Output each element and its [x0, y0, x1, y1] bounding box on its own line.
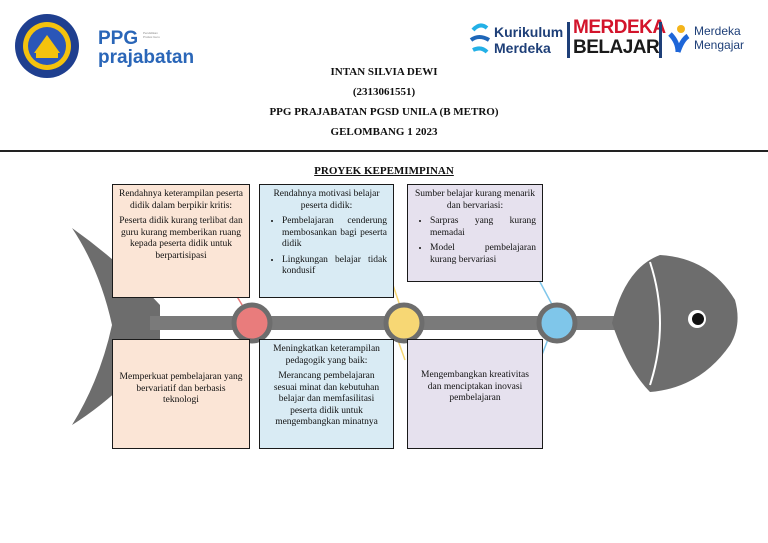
header-batch: GELOMBANG 1 2023	[330, 126, 438, 138]
list-item: Pembelajaran cenderung membosankan bagi …	[282, 216, 387, 251]
box-top-mid-list: Pembelajaran cenderung membosankan bagi …	[266, 216, 387, 278]
list-item: Lingkungan belajar tidak kondusif	[282, 255, 387, 278]
ppg-small-text: Pendidikan Profesi Guru	[143, 31, 160, 39]
header-id: (2313061551)	[352, 86, 416, 98]
list-item: Sarpras yang kurang memadai	[430, 216, 536, 239]
box-top-left: Rendahnya keterampilan peserta didik dal…	[112, 184, 250, 298]
prajabatan-text: prajabatan	[98, 47, 195, 68]
divider-2	[659, 22, 662, 58]
box-bottom-mid-body: Merancang pembelajaran sesuai minat dan …	[273, 371, 380, 427]
ppg-text: PPG	[98, 28, 139, 49]
fish-gill	[649, 261, 661, 386]
box-bottom-mid: Meningkatkan keterampilan pedagogik yang…	[259, 339, 394, 449]
merdeka-belajar-logo: MERDEKA BELAJAR	[573, 17, 666, 63]
merdeka-mengajar-logo: Merdeka Mengajar	[668, 22, 763, 62]
fish-head	[612, 255, 738, 392]
diagram-title: PROYEK KEPEMIMPINAN	[314, 165, 454, 177]
fish-pupil	[692, 313, 704, 325]
unila-logo	[14, 13, 80, 79]
box-bottom-left: Memperkuat pembelajaran yang bervariatif…	[112, 339, 250, 449]
merdeka-text: Merdeka	[494, 40, 551, 56]
box-top-left-body: Peserta didik kurang terlibat dan guru k…	[119, 216, 243, 261]
box-bottom-right-body: Mengembangkan kreativitas dan menciptaka…	[421, 370, 529, 403]
fish-tail	[72, 228, 160, 425]
node-yellow	[383, 302, 425, 344]
box-top-right-heading: Sumber belajar kurang menarik dan bervar…	[414, 189, 536, 211]
box-bottom-left-body: Memperkuat pembelajaran yang bervariatif…	[119, 372, 243, 405]
merdeka-belajar-line2: BELAJAR	[573, 37, 660, 58]
merdeka-mengajar-line2: Mengajar	[694, 38, 745, 52]
merdeka-belajar-line1: MERDEKA	[573, 17, 666, 38]
node-blue	[536, 302, 578, 344]
box-top-left-heading: Rendahnya keterampilan peserta didik dal…	[119, 189, 243, 211]
node-red	[231, 302, 273, 344]
box-top-mid: Rendahnya motivasi belajar peserta didik…	[259, 184, 394, 298]
box-top-mid-heading: Rendahnya motivasi belajar peserta didik…	[273, 189, 380, 211]
merdeka-mengajar-line1: Merdeka	[694, 24, 741, 38]
box-bottom-mid-heading: Meningkatkan keterampilan pedagogik yang…	[273, 344, 380, 366]
kurikulum-merdeka-logo: Kurikulum Merdeka	[469, 20, 564, 60]
divider-1	[567, 22, 570, 58]
header-name: INTAN SILVIA DEWI	[330, 66, 438, 78]
box-top-right: Sumber belajar kurang menarik dan bervar…	[407, 184, 543, 282]
header-divider	[0, 150, 768, 152]
list-item: Model pembelajaran kurang bervariasi	[430, 243, 536, 266]
kurikulum-text: Kurikulum	[494, 24, 564, 40]
ppg-prajabatan-logo: PPG Pendidikan Profesi Guru prajabatan	[98, 28, 208, 73]
box-top-right-list: Sarpras yang kurang memadai Model pembel…	[414, 216, 536, 266]
box-bottom-right: Mengembangkan kreativitas dan menciptaka…	[407, 339, 543, 449]
header-program: PPG PRAJABATAN PGSD UNILA (B METRO)	[269, 106, 499, 118]
